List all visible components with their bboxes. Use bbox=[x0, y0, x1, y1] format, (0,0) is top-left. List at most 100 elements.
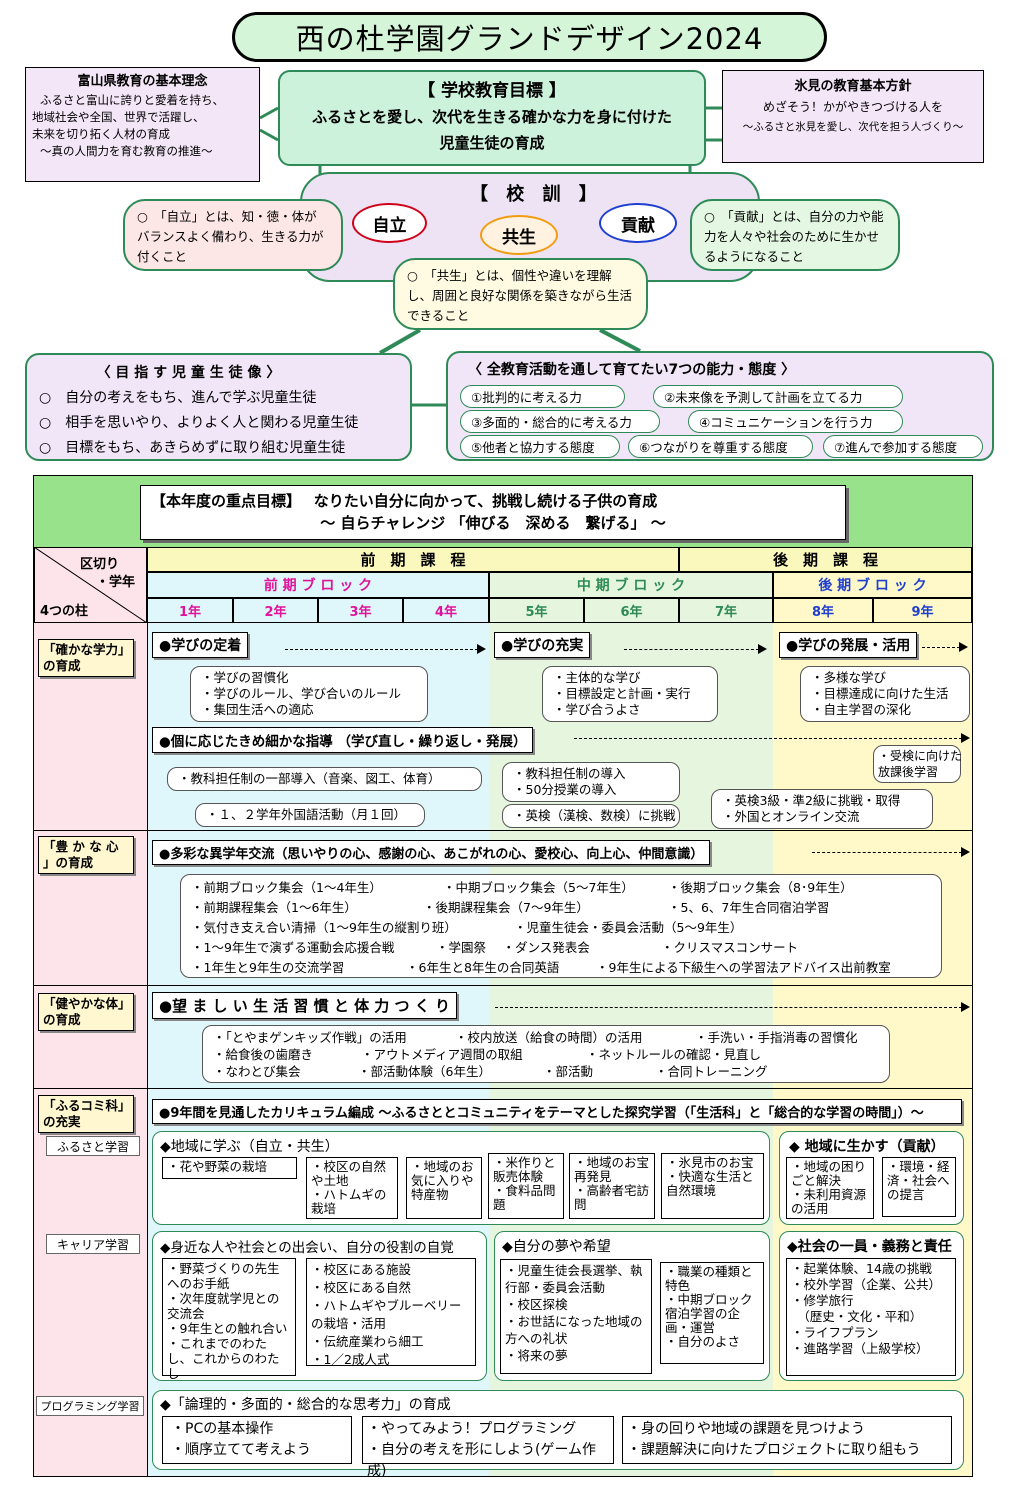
furusato-item: ・校区の自然や土地 ・ハトムギの栽培 bbox=[306, 1157, 398, 1219]
item: ・自主学習の深化 bbox=[811, 702, 912, 717]
item: ・給食後の歯磨き bbox=[213, 1047, 314, 1062]
item: ・後期課程集会（7～9年生） bbox=[423, 900, 589, 915]
kyoka-tanin-ichibu: ・教科担任制の一部導入（音楽、図工、体育） bbox=[167, 767, 482, 791]
item: ・多様な学び bbox=[811, 670, 887, 685]
item: ・部活動体験（6年生） bbox=[358, 1064, 491, 1079]
dashed-arrow bbox=[624, 644, 767, 654]
gaikokugo-katsudo: ・１、２学年外国語活動（月１回） bbox=[195, 803, 425, 827]
kyosei-oval: 共生 bbox=[480, 215, 558, 255]
career-item: ・児童生徒会長選挙、執行部・委員会活動 ・校区探検 ・お世話になった地域の方への… bbox=[500, 1259, 652, 1374]
school-goal-box: 【 学校教育目標 】 ふるさとを愛し、次代を生きる確かな力を身に付けた 児童生徒… bbox=[278, 70, 706, 166]
furusato-learn-heading: ◆地域に学ぶ（自立・共生） bbox=[160, 1139, 339, 1155]
grade-1: 1年 bbox=[147, 598, 233, 623]
career-heading-2: ◆自分の夢や希望 bbox=[502, 1239, 611, 1255]
pillar-kokoro: 「豊 か な 心 」の育成 bbox=[38, 836, 134, 874]
juken-gakushu: ・受検に向けた放課後学習 bbox=[873, 745, 963, 783]
ability-pill: ④コミュニケーションを行う力 bbox=[688, 410, 903, 433]
career-heading-1: ◆身近な人や社会との出会い、自分の役割の自覚 bbox=[160, 1240, 454, 1256]
item: ・部活動 bbox=[543, 1064, 594, 1079]
furusato-item: ・米作りと販売体験 ・食料品問題 bbox=[488, 1153, 564, 1219]
item: 放課後学習 bbox=[878, 765, 939, 779]
item: ・目標設定と計画・実行 bbox=[553, 686, 691, 701]
item: ・気付き支え合い清掃（1～9年生の縦割り班） bbox=[191, 920, 457, 935]
career-item: ・校区にある施設 ・校区にある自然 ・ハトムギやブルーベリーの栽培・活用 ・伝統… bbox=[306, 1258, 476, 1367]
toyama-heading: 富山県教育の基本理念 bbox=[77, 74, 208, 89]
item: ・1～9年生で演ずる運動会応援合戦 bbox=[191, 940, 395, 955]
item: ・集団生活への適応 bbox=[201, 702, 314, 717]
pillar-gakuryoku: 「確かな学力」の育成 bbox=[38, 639, 134, 677]
item: ・前期ブロック集会（1～4年生） bbox=[191, 880, 382, 895]
grade-9: 9年 bbox=[873, 598, 972, 623]
grade-2: 2年 bbox=[233, 598, 318, 623]
header-gakunen: ・学年 bbox=[96, 575, 136, 590]
pillar-furukomi: 「ふるコミ科」の充実 bbox=[38, 1095, 134, 1133]
item: ・50分授業の導入 bbox=[513, 782, 617, 797]
programming-item: ・やってみよう！プログラミング ・自分の考えを形にしよう(ゲーム作成) bbox=[362, 1416, 614, 1479]
ability-pill: ③多面的・総合的に考える力 bbox=[460, 410, 660, 433]
furusato-label: ふるさと学習 bbox=[46, 1136, 140, 1156]
himi-line: めざそう！かがやきつづける人を bbox=[762, 100, 943, 114]
grade-4: 4年 bbox=[403, 598, 489, 623]
programming-heading: ◆「論理的・多面的・総合的な思考力」の育成 bbox=[160, 1397, 451, 1413]
chuki-block-header: 中 期 ブ ロ ッ ク bbox=[489, 572, 773, 598]
gakuryoku-box-3: ・多様な学び・目標達成に向けた生活・自主学習の深化 bbox=[800, 666, 970, 722]
dashed-arrow bbox=[495, 1002, 970, 1012]
item: ・「とやまゲンキッズ作戦」の活用 bbox=[213, 1030, 407, 1045]
ability-pill: ⑥つながりを尊重する態度 bbox=[628, 435, 813, 458]
ability-pill: ⑤他者と協力する態度 bbox=[460, 435, 620, 458]
item: ・受検に向けた bbox=[878, 749, 963, 763]
career-item: ・起業体験、14歳の挑戦 ・校外学習（企業、公共） ・修学旅行 （歴史・文化・平… bbox=[786, 1258, 956, 1376]
koki-block-header: 後 期 ブ ロ ッ ク bbox=[773, 572, 972, 598]
grade-6: 6年 bbox=[584, 598, 679, 623]
furusato-item: ・環境・経済・社会への提言 bbox=[882, 1157, 956, 1217]
eiken-3kyu: ・英検3級・準2級に挑戦・取得・外国とオンライン交流 bbox=[711, 789, 933, 829]
dashed-arrow bbox=[922, 642, 968, 652]
jiritsu-note: ○ 「自立」とは、知・徳・体がバランスよく備わり、生きる力が付くこと bbox=[123, 199, 343, 271]
himi-heading: 氷見の教育基本方針 bbox=[794, 79, 912, 94]
himi-line: ～ふるさと氷見を愛し、次代を担う人づくり～ bbox=[742, 121, 964, 133]
page-title: 西の杜学園グランドデザイン2024 bbox=[232, 12, 827, 62]
aim-item: ○ 目標をもち、あきらめずに取り組む児童生徒 bbox=[39, 440, 346, 456]
focus-line: 【本年度の重点目標】 なりたい自分に向かって、挑戦し続ける子供の育成 bbox=[151, 492, 658, 510]
row-divider bbox=[34, 830, 972, 831]
furusato-item: ・氷見市のお宝 ・快適な生活と自然環境 bbox=[661, 1153, 764, 1219]
programming-item: ・身の回りや地域の課題を見つけよう ・課題解決に向けたプロジェクトに取り組もう bbox=[622, 1416, 952, 1464]
toyama-line: ふるさと富山に誇りと愛着を持ち、 bbox=[40, 93, 224, 107]
item: ・中期ブロック集会（5～7年生） bbox=[443, 880, 634, 895]
section-manabi-jujitsu: ●学びの充実 bbox=[494, 632, 591, 658]
jiritsu-oval: 自立 bbox=[352, 203, 427, 243]
connector-lines bbox=[259, 106, 722, 407]
item: ・後期ブロック集会（8･9年生） bbox=[668, 880, 853, 895]
item: ・なわとび集会 bbox=[213, 1064, 301, 1079]
item: ・教科担任制の導入 bbox=[513, 766, 626, 781]
career-item: ・職業の種類と特色 ・中期ブロック宿泊学習の企画・運営 ・自分のよさ bbox=[660, 1262, 764, 1364]
career-label: キャリア学習 bbox=[46, 1234, 140, 1254]
toyama-line: 地域社会や全国、世界で活躍し、 bbox=[32, 110, 205, 124]
item: ・9年生による下級生への学習法アドバイス出前教室 bbox=[596, 960, 891, 975]
item: ・6年生と8年生の合同英語 bbox=[406, 960, 560, 975]
grade-3: 3年 bbox=[318, 598, 403, 623]
header-diagonal bbox=[34, 547, 147, 623]
furusato-item: ・地域のお気に入りや特産物 bbox=[406, 1157, 482, 1219]
career-heading-3: ◆社会の一員・義務と責任 bbox=[787, 1239, 952, 1255]
kokoro-activities-box: ・前期ブロック集会（1～4年生） ・中期ブロック集会（5～7年生） ・後期ブロック集… bbox=[180, 874, 942, 978]
item: ・合同トレーニング bbox=[655, 1064, 768, 1079]
item: ・手洗い・手指消毒の習慣化 bbox=[695, 1030, 858, 1045]
main-plan-table bbox=[33, 475, 973, 1477]
koki-header: 後 期 課 程 bbox=[679, 547, 972, 572]
toyama-line: ～真の人間力を育む教育の推進～ bbox=[40, 144, 213, 158]
aim-heading: 〈 目 指 す 児 童 生 徒 像 〉 bbox=[96, 365, 281, 381]
ability-pill: ①批判的に考える力 bbox=[460, 385, 625, 408]
focus-line: ～ 自らチャレンジ 「伸びる 深める 繋げる」 ～ bbox=[320, 514, 666, 532]
focus-goal-box: 【本年度の重点目標】 なりたい自分に向かって、挑戦し続ける子供の育成 ～ 自らチ… bbox=[140, 485, 846, 540]
dashed-arrow bbox=[574, 733, 970, 743]
col-divider bbox=[147, 623, 148, 1476]
dashed-arrow bbox=[812, 847, 970, 857]
programming-label: プログラミング学習 bbox=[36, 1396, 144, 1416]
header-hashira: 4つの柱 bbox=[40, 604, 89, 619]
toyama-line: 未来を切り拓く人材の育成 bbox=[32, 127, 170, 141]
kyoka-tanin-donyu: ・教科担任制の導入・50分授業の導入 bbox=[502, 762, 680, 802]
item: ・学びの習慣化 bbox=[201, 670, 289, 685]
furusato-item: ・地域のお宝再発見 ・高齢者宅訪問 bbox=[569, 1153, 655, 1219]
section-manabi-hatten: ●学びの発展・活用 bbox=[779, 632, 918, 658]
